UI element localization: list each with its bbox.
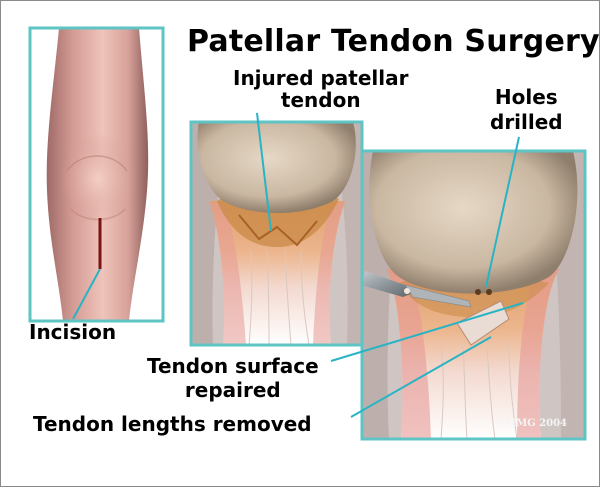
label-holes-line1: Holes xyxy=(490,85,563,110)
label-injured-line1: Injured patellar xyxy=(233,67,409,89)
label-injured-line2: tendon xyxy=(233,89,409,111)
copyright-notice: ©MMG 2004 xyxy=(495,418,567,429)
label-holes-drilled: Holes drilled xyxy=(490,85,563,135)
label-tendon-lengths-removed: Tendon lengths removed xyxy=(33,414,312,434)
injured-tendon-panel xyxy=(191,122,362,345)
repair-panel xyxy=(361,151,585,439)
label-injured-patellar-tendon: Injured patellar tendon xyxy=(233,67,409,111)
label-tendon-surface-repaired: Tendon surface repaired xyxy=(147,354,319,402)
label-holes-line2: drilled xyxy=(490,110,563,135)
label-incision: Incision xyxy=(29,322,116,342)
diagram-title: Patellar Tendon Surgery xyxy=(187,27,600,57)
label-surface-line1: Tendon surface xyxy=(147,354,319,378)
label-surface-line2: repaired xyxy=(147,378,319,402)
